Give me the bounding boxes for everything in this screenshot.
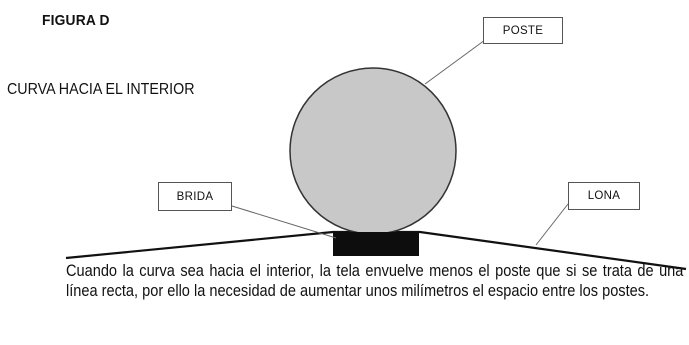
post-label: POSTE: [483, 17, 563, 44]
caption-text: Cuando la curva sea hacia el interior, l…: [66, 262, 684, 300]
canvas-label: LONA: [568, 182, 640, 210]
flange-block: [333, 232, 419, 256]
figure-title: FIGURA D: [42, 12, 110, 29]
post-circle: [289, 67, 457, 235]
figure-subtitle: CURVA HACIA EL INTERIOR: [7, 81, 195, 98]
post-leader: [424, 39, 486, 85]
canvas-leader: [535, 203, 569, 246]
flange-leader: [231, 205, 337, 239]
flange-label: BRIDA: [158, 182, 232, 211]
